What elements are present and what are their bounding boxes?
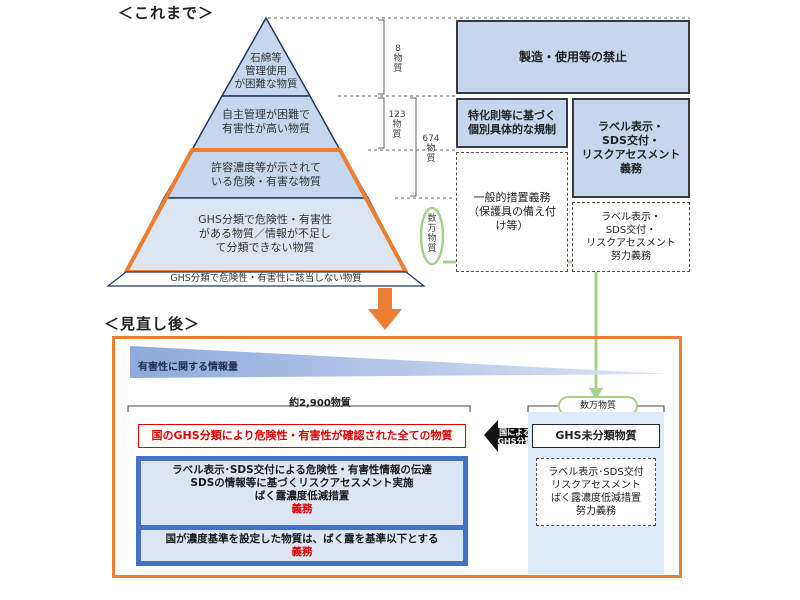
header-before: ＜これまで＞ <box>118 4 215 22</box>
general-measures-box: 一般的措置義務 （保護具の備え付 け等） <box>456 152 568 272</box>
bracket-123 <box>378 97 385 149</box>
tier-2-label: 自主管理が困難で 有害性が高い物質 <box>222 108 310 135</box>
base-label: GHS分類で危険性・有害性に該当しない物質 <box>170 273 362 284</box>
count-123: 123 物 質 <box>388 110 406 140</box>
gov-arrow <box>484 420 532 452</box>
info-wedge <box>130 346 670 378</box>
effort-box: ラベル表示･SDS交付 リスクアセスメント ばく露濃度低減措置 努力義務 <box>536 458 656 526</box>
tier-4-label: GHS分類で危険性・有害性 がある物質／情報が不足し て分類できない物質 <box>198 213 332 254</box>
orange-arrow-head <box>368 309 402 330</box>
tier-1-label: 石綿等 管理使用 が困難な物質 <box>234 52 298 90</box>
count-8: 8 物 質 <box>393 44 403 74</box>
duty1-line1: ラベル表示･SDS交付による危険性・有害性情報の伝達 <box>172 464 432 476</box>
count-many: 数 万 物 質 <box>427 214 437 254</box>
pyramid-base <box>106 271 426 287</box>
bracket-674 <box>410 97 417 197</box>
special-box: 特化則等に基づく 個別具体的な規制 <box>456 98 568 148</box>
label-effort-box: ラベル表示・ SDS交付・ リスクアセスメント 努力義務 <box>572 202 690 272</box>
duty1-line2: SDSの情報等に基づくリスクアセスメント実施 <box>190 477 414 489</box>
ban-box: 製造・使用等の禁止 <box>456 20 690 94</box>
duty2-word: 義務 <box>291 546 313 558</box>
many-ellipse <box>419 206 445 266</box>
after-frame <box>112 336 682 578</box>
span-bracket-left <box>127 405 471 412</box>
gov-arrow-label: 国による GHS分類 <box>497 428 533 446</box>
tier-3-label: 許容濃度等が示されて いる危険・有害な物質 <box>211 161 321 188</box>
duty1-word: 義務 <box>291 503 313 515</box>
label-mandatory-box: ラベル表示・ SDS交付・ リスクアセスメント 義務 <box>572 98 690 198</box>
duty1-line3: ばく露濃度低減措置 <box>254 490 350 502</box>
bracket-8 <box>378 19 385 95</box>
header-after: ＜見直し後＞ <box>104 315 201 333</box>
unclassified-box: GHS未分類物質 <box>532 424 660 448</box>
green-arrowhead <box>589 388 603 400</box>
orange-arrow-shaft <box>378 288 392 310</box>
count-674: 674 物 質 <box>422 134 440 164</box>
duty-box-2: 国が濃度基準を設定した物質は、ばく露を基準以下とする 義務 <box>141 530 463 561</box>
info-label: 有害性に関する情報量 <box>138 362 238 373</box>
duty-box-1: ラベル表示･SDS交付による危険性・有害性情報の伝達 SDSの情報等に基づくリス… <box>141 461 463 525</box>
red-box: 国のGHS分類により危険性・有害性が確認された全ての物質 <box>138 424 466 448</box>
total-count-label: 約2,900物質 <box>289 398 351 409</box>
duty2-line1: 国が濃度基準を設定した物質は、ばく露を基準以下とする <box>165 533 439 545</box>
